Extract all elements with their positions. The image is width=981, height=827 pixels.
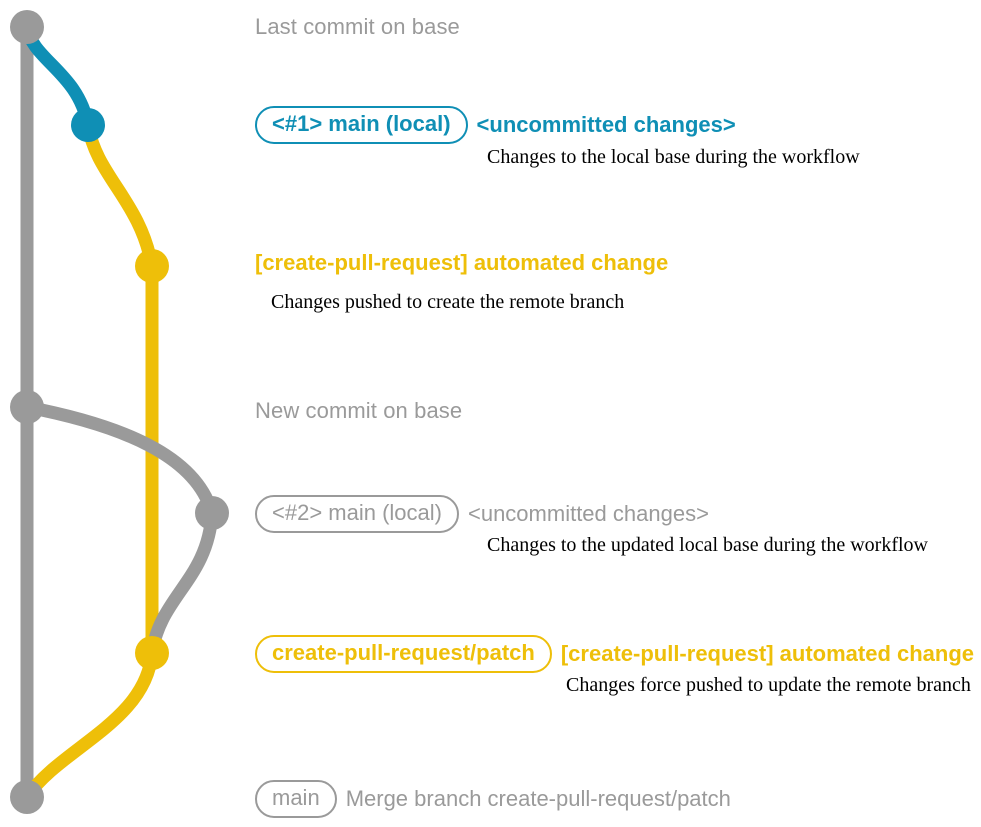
description-patch-1: Changes pushed to create the remote bran… [271, 291, 625, 313]
commit-message-patch-2: [create-pull-request] automated change [560, 641, 975, 666]
branch-pill-local-2[interactable]: <#2> main (local) [255, 495, 459, 533]
branch-pill-create-pull-request-patch[interactable]: create-pull-request/patch [255, 635, 552, 673]
edge-local2-to-patch2 [145, 506, 219, 660]
label-last-commit-on-base: Last commit on base [255, 14, 460, 39]
description-patch-2: Changes force pushed to update the remot… [566, 674, 971, 696]
branch-pill-local-1[interactable]: <#1> main (local) [255, 106, 468, 144]
node-base-new [10, 390, 44, 424]
graph-nodes [10, 10, 229, 814]
description-local-1: Changes to the local base during the wor… [487, 146, 860, 168]
node-base-last [10, 10, 44, 44]
branch-pill-main[interactable]: main [255, 780, 337, 818]
description-local-2: Changes to the updated local base during… [487, 534, 928, 556]
row-local-1: <#1> main (local) <uncommitted changes> [255, 106, 736, 144]
edge-patch2-to-merge [20, 646, 159, 804]
row-patch-1: [create-pull-request] automated change [255, 252, 668, 274]
edge-basenew-to-local2 [20, 400, 219, 520]
commit-message-patch-1: [create-pull-request] automated change [255, 250, 669, 275]
row-merge: main Merge branch create-pull-request/pa… [255, 780, 731, 818]
node-patch-1 [135, 249, 169, 283]
label-new-commit-on-base: New commit on base [255, 398, 463, 423]
row-local-2: <#2> main (local) <uncommitted changes> [255, 495, 709, 533]
commit-message-merge: Merge branch create-pull-request/patch [345, 786, 731, 811]
commit-message-local-2: <uncommitted changes> [467, 501, 709, 526]
node-local-1 [71, 108, 105, 142]
node-local-2 [195, 496, 229, 530]
node-merge [10, 780, 44, 814]
commit-message-local-1: <uncommitted changes> [476, 112, 736, 137]
node-patch-2 [135, 636, 169, 670]
edge-local1-to-patch1 [81, 118, 159, 273]
row-patch-2: create-pull-request/patch [create-pull-r… [255, 635, 974, 673]
